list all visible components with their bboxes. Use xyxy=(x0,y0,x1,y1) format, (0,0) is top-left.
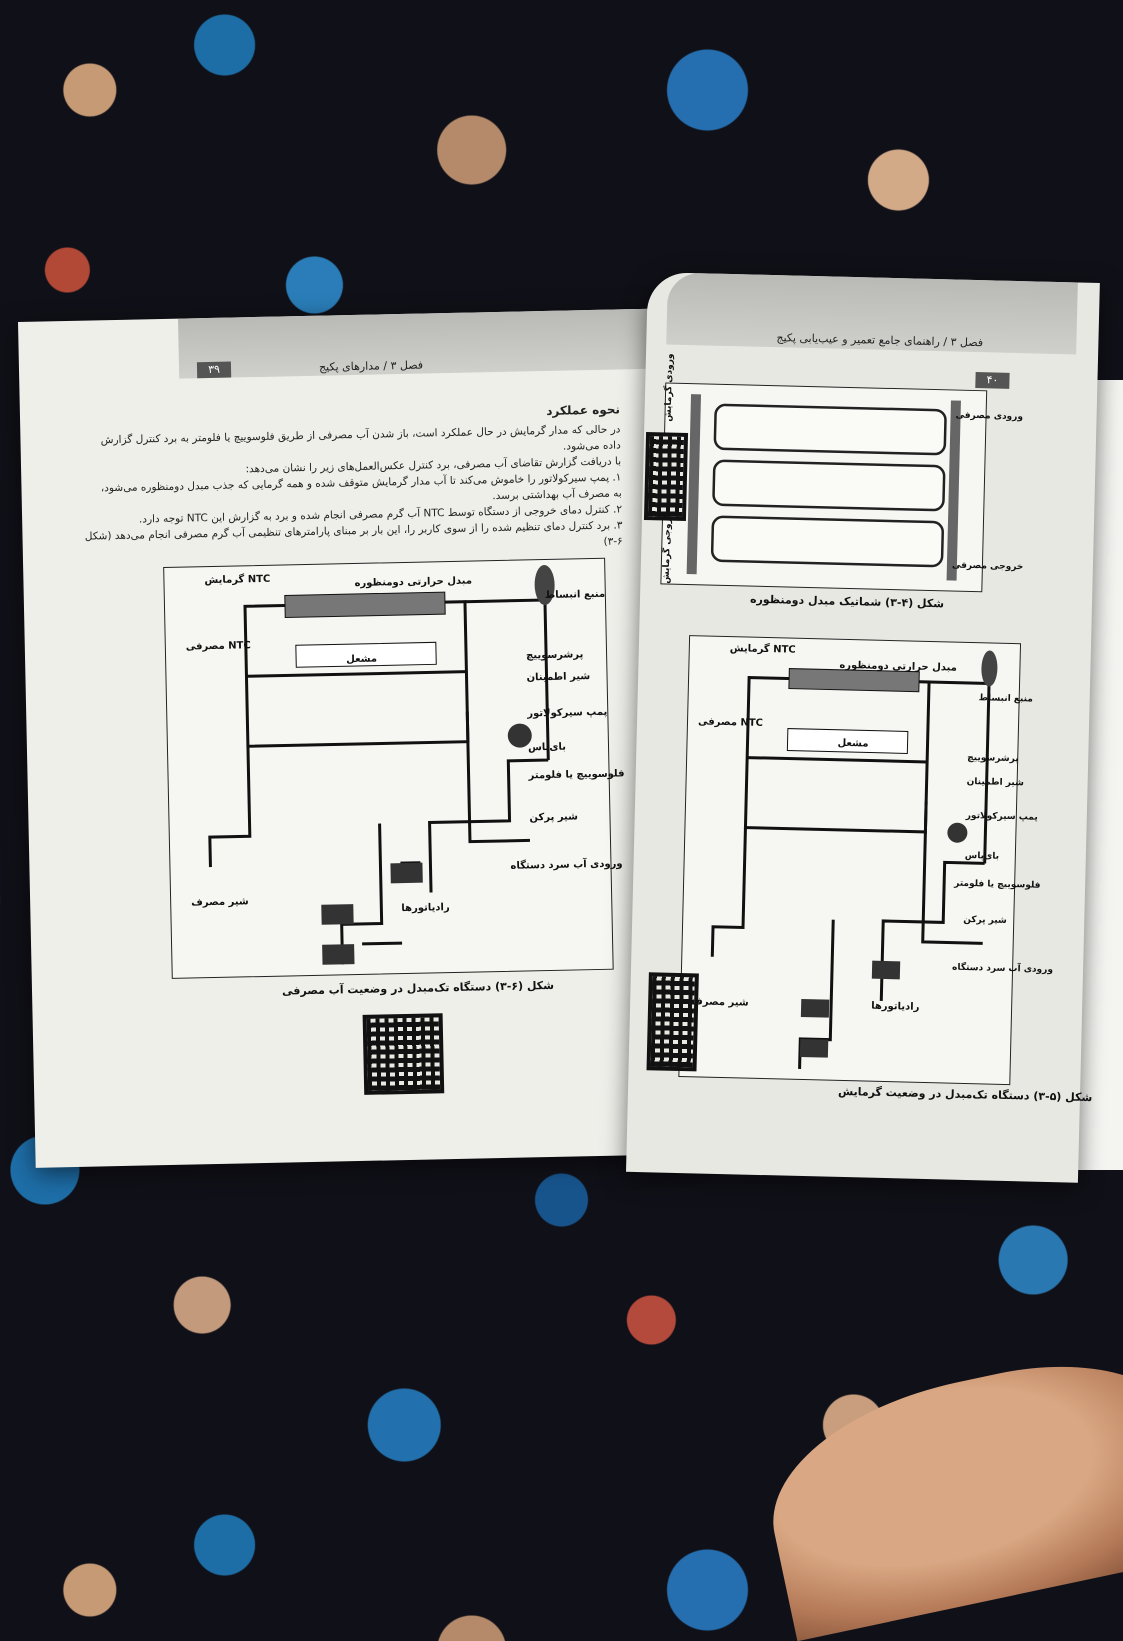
exchanger-schematic xyxy=(686,394,961,581)
label-pressure-switch: پرشرسوییچ xyxy=(967,752,1019,765)
label-inlet-heating: ورودی گرمایش xyxy=(663,353,676,422)
qr-code-icon xyxy=(362,1013,445,1095)
label-ntc-dhw: NTC مصرفی xyxy=(697,716,764,729)
burner-shape xyxy=(295,641,437,668)
exchanger-shape xyxy=(284,591,446,618)
label-safety-valve: شیر اطمینان xyxy=(526,671,591,684)
figure-4-frame: ورودی مصرفی خروجی مصرفی xyxy=(660,382,1023,593)
expansion-tank-shape xyxy=(534,565,555,606)
label-pump: پمپ سیرکولاتور xyxy=(965,810,1038,823)
left-header-chapter: فصل ۳ / مدارهای پکیج xyxy=(318,358,424,374)
label-pump: پمپ سیرکولاتور xyxy=(527,706,608,720)
figure-5-frame: NTC گرمایش مبدل حرارتی دومنظوره منبع انب… xyxy=(678,635,1053,1086)
body-text: در حالی که مدار گرمایش در حال عملکرد است… xyxy=(80,421,623,560)
label-expansion-tank: منبع انبساط xyxy=(978,693,1034,705)
radiator-shape xyxy=(390,862,423,884)
boiler-diagram xyxy=(208,565,555,965)
label-bypass: بای‌پاس xyxy=(964,850,1000,862)
right-page: ۴۰ فصل ۳ / راهنمای جامع تعمیر و عیب‌یابی… xyxy=(626,272,1100,1183)
label-outlet-heating: خروجی گرمایش xyxy=(661,511,674,584)
left-page: ۳۹ فصل ۳ / مدارهای پکیج نحوه عملکرد در ح… xyxy=(18,308,688,1168)
label-radiators: رادیاتورها xyxy=(401,902,450,915)
thumb-photo-element xyxy=(751,1338,1123,1641)
label-expansion-tank: منبع انبساط xyxy=(544,588,606,602)
qr-code-icon xyxy=(643,432,689,522)
radiator-shape xyxy=(800,998,830,1018)
label-cold-inlet: ورودی آب سرد دستگاه xyxy=(510,858,623,872)
figure-6-frame: NTC گرمایش مبدل حرارتی دومنظوره منبع انب… xyxy=(163,557,625,979)
boiler-diagram xyxy=(710,650,998,1069)
label-tap: شیر مصرف xyxy=(691,996,749,1009)
label-radiators: رادیاتورها xyxy=(870,1000,920,1013)
label-safety-valve: شیر اطمینان xyxy=(966,776,1025,789)
label-ntc-heating: NTC گرمایش xyxy=(729,643,796,656)
label-flow-switch: فلوسوییچ یا فلومتر xyxy=(954,878,1041,891)
right-page-number: ۴۰ xyxy=(975,372,1010,389)
radiator-shape xyxy=(322,944,355,965)
burner-shape xyxy=(786,728,909,754)
radiator-shape xyxy=(871,960,901,980)
left-page-number: ۳۹ xyxy=(196,361,232,379)
label-outlet-dhw: خروجی مصرفی xyxy=(951,560,1024,573)
label-ntc-heating: NTC گرمایش xyxy=(204,573,271,587)
label-flow-switch: فلوسوییچ یا فلومتر xyxy=(528,768,625,782)
label-bypass: بای‌پاس xyxy=(527,741,567,754)
qr-code-icon xyxy=(646,972,699,1072)
figure-6-caption: شکل (۶-۳) دستگاه تک‌مبدل در وضعیت آب مصر… xyxy=(281,978,555,998)
expansion-tank-shape xyxy=(981,650,998,687)
pump-shape xyxy=(947,822,968,843)
label-fill-valve: شیر پرکن xyxy=(529,811,579,824)
radiator-shape xyxy=(799,1038,829,1058)
label-tap: شیر مصرف xyxy=(191,896,249,909)
label-burner: مشعل xyxy=(837,737,869,750)
label-pressure-switch: پرشرسوییچ xyxy=(525,649,584,662)
exchanger-shape xyxy=(788,668,920,693)
label-ntc-dhw: NTC مصرفی xyxy=(185,640,251,653)
radiator-shape xyxy=(321,904,354,925)
label-burner: مشعل xyxy=(346,653,378,666)
figure-5-caption: شکل (۵-۳) دستگاه تک‌مبدل در وضعیت گرمایش xyxy=(837,1084,1093,1105)
label-fill-valve: شیر پرکن xyxy=(963,914,1007,926)
pump-shape xyxy=(507,723,532,748)
label-inlet-dhw: ورودی مصرفی xyxy=(955,410,1024,423)
figure-4-caption: شکل (۴-۳) شماتیک مبدل دومنظوره xyxy=(749,592,945,611)
